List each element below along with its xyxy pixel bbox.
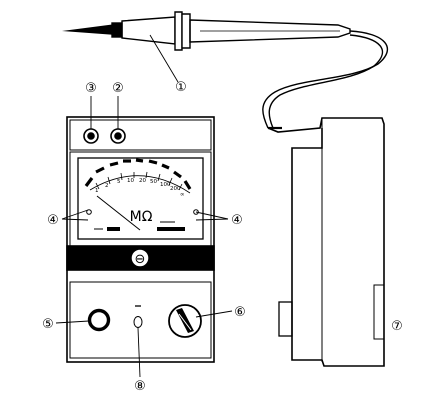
callout-labels: ① ② ③ ④ ④ ⑤ ⑥ ⑦ ⑧	[42, 80, 403, 394]
callout-4-right: ④	[231, 213, 243, 228]
scale-mark-9: ∞	[180, 192, 185, 198]
indicator-lamp	[133, 316, 143, 328]
probe-tip	[62, 24, 116, 35]
meter-body	[66, 96, 215, 363]
callout-5: ⑤	[42, 317, 54, 332]
lower-panel	[69, 281, 212, 359]
meter-side-view	[267, 117, 385, 367]
probe-guard	[174, 11, 183, 51]
dial-label-right	[157, 227, 185, 231]
dial-needle	[96, 195, 141, 231]
scale-mark-2: 2	[105, 183, 109, 189]
callout-4-left: ④	[47, 213, 59, 228]
probe-handle-rear	[189, 19, 351, 43]
scale-mark-4: 10	[127, 178, 134, 184]
callout-8: ⑧	[134, 379, 146, 394]
scale-mark-6: 50	[150, 179, 157, 185]
dial-label-left	[107, 227, 120, 231]
dial-window	[77, 157, 204, 240]
zero-button-symbol: ⊖	[135, 252, 146, 267]
range-knob[interactable]	[168, 304, 202, 338]
callout-2: ②	[112, 81, 124, 96]
dial-screw-right	[193, 209, 199, 215]
scale-mark-1: 1	[95, 188, 99, 194]
callout-7: ⑦	[391, 319, 403, 334]
probe-handle-front	[121, 16, 176, 45]
probe-collar	[111, 22, 123, 38]
scale-mark-3: 5	[117, 179, 121, 185]
side-handle	[373, 284, 385, 340]
button-5[interactable]	[87, 308, 111, 332]
leader-lines	[55, 209, 233, 378]
side-foot	[278, 301, 293, 337]
dial-scale	[84, 158, 192, 190]
test-probe	[62, 11, 389, 129]
scale-marks: 1 2 5 10 20 50 100 200 ∞	[95, 178, 185, 198]
scale-unit-label: MΩ	[130, 209, 153, 225]
dial-frame	[69, 151, 212, 247]
meter-case	[66, 116, 215, 363]
callout-1: ①	[175, 80, 187, 95]
scale-mark-5: 20	[139, 178, 146, 184]
probe-cable	[262, 30, 389, 129]
zero-button[interactable]	[131, 249, 149, 267]
scale-mark-8: 200	[170, 186, 181, 192]
callout-3: ③	[85, 81, 97, 96]
range-knob-pointer	[176, 308, 194, 333]
callout-6: ⑥	[234, 305, 246, 320]
scale-mark-7: 100	[160, 182, 171, 188]
side-case-outline	[267, 117, 385, 367]
dial-screw-left	[86, 209, 92, 215]
